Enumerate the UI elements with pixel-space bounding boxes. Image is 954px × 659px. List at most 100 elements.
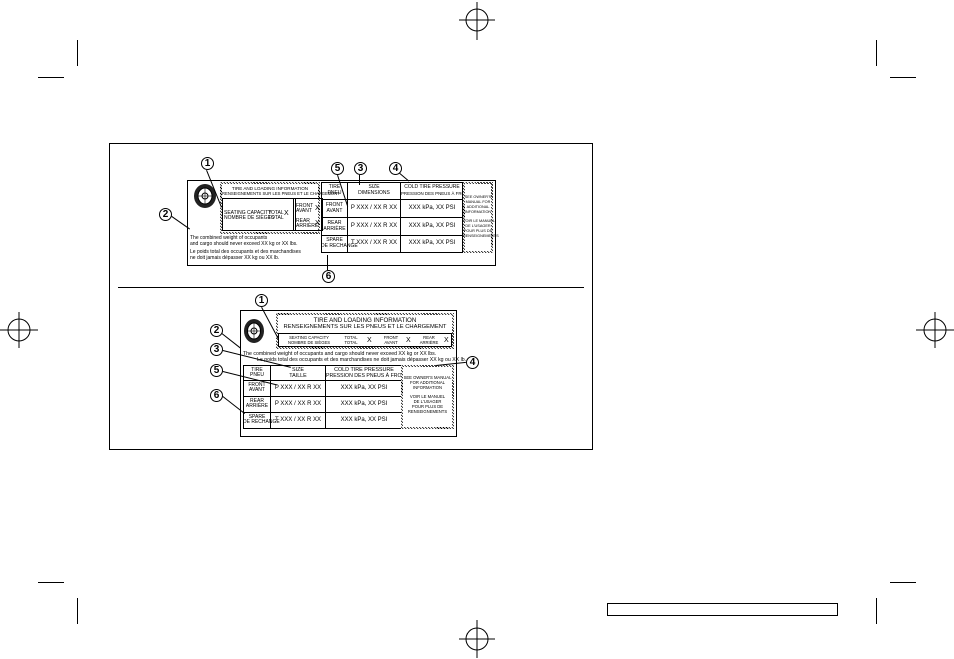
see-fr-4: RENSEIGNEMENTS [407,409,448,414]
callout-6: 6 [210,389,223,402]
callout-1: 1 [201,157,214,170]
header-fr: RENSEIGNEMENTS SUR LES PNEUS ET LE CHARG… [283,324,447,330]
see-en-2: MANUAL FOR [465,200,491,204]
seating-fr: NOMBRE DE SIÈGES [287,340,331,345]
tire-label-horizontal [187,180,496,266]
callout-3: 3 [210,343,223,356]
size-front: P XXX / XX R XX [350,205,398,211]
row-rear-fr: ARRIÈRE [323,226,346,232]
see-en-3: ADDITIONAL [466,205,490,209]
header-fr: RENSEIGNEMENTS SUR LES PNEUS ET LE CHARG… [222,191,340,196]
row-front-fr: AVANT [249,387,265,393]
seating-capacity-cell [222,198,296,231]
size-fr: TAILLE [289,373,307,379]
see-en-3: INFORMATION [413,385,442,390]
callout-2: 2 [159,208,172,221]
callout-5: 5 [331,162,344,175]
size-en: SIZE [292,367,304,373]
pressure-rear: XXX kPa, XX PSI [340,401,388,407]
seating-capacity-cell [278,333,452,347]
cold-fr: PRESSION DES PNEUS À FROID [401,191,470,196]
front-fr: AVANT [384,340,398,345]
pressure-front: XXX kPa, XX PSI [340,385,388,391]
weight-en-line2: and cargo should never exceed XX kg or X… [190,241,298,247]
callout-2: 2 [210,324,223,337]
see-fr-4: RENSEIGNEMENTS [463,234,499,238]
weight-fr-line1: Le poids total des occupants et des marc… [190,249,301,255]
see-fr-3: POUR PLUS DE [463,229,493,233]
loading-info-box [220,182,320,234]
total-x: X [367,337,372,344]
size-spare: T XXX / XX R XX [351,240,397,246]
total-fr: TOTAL [344,340,358,345]
front-x: X [315,205,320,212]
crop-mark [876,598,877,624]
row-line [321,217,463,236]
size-rear: P XXX / XX R XX [350,223,398,229]
registration-mark-bottom [459,620,495,658]
see-en-4: INFORMATION [464,210,492,214]
row-spare-fr: DE RECHANGE [321,243,358,249]
row-front-en: FRONT [325,202,344,208]
tire-fr: PNEU [327,190,342,196]
tire-icon [244,319,264,343]
callout-3: 3 [354,162,367,175]
see-manual-box [463,182,493,253]
see-fr-1: VOIR LE MANUEL [463,219,495,223]
rear-x: X [444,337,449,344]
pressure-front: XXX kPa, XX PSI [408,205,456,211]
tire-icon [194,184,216,208]
row-rear-en: REAR [250,398,264,404]
total-en: TOTAL [344,335,358,340]
rear-fr: ARRIÈRE [419,340,439,345]
seating-en: SEATING CAPACITY [289,335,329,340]
loading-info-box [276,313,454,349]
rear-en: REAR [296,218,310,224]
callout-4: 4 [466,356,479,369]
tire-en: TIRE [251,367,263,373]
front-x: X [406,337,411,344]
registration-mark-top [459,2,495,40]
weight-fr-line2: ne doit jamais dépasser XX kg ou XX lb. [190,255,280,261]
tire-label-figure [109,143,593,450]
tire-en: TIRE [328,184,341,190]
row-front-en: FRONT [248,382,266,388]
row-spare-en: SPARE [326,237,343,243]
row-spare-en: SPARE [248,414,266,420]
crop-mark [876,40,877,66]
leader-line [327,255,328,270]
see-en-1: SEE OWNER'S MANUAL [403,375,452,380]
crop-mark [38,582,64,583]
header-en: TIRE AND LOADING INFORMATION [313,317,417,324]
crop-mark [77,40,78,66]
cold-en: COLD TIRE PRESSURE [404,184,460,190]
row-rear-fr: ARRIÈRE [245,403,269,409]
cold-fr: PRESSION DES PNEUS À FROID [326,373,407,379]
row-front-fr: AVANT [326,208,343,214]
crop-mark [890,77,916,78]
weight-en-line1: The combined weight of occupants [190,235,268,241]
axle-cell [293,198,323,231]
weight-en: The combined weight of occupants and car… [243,351,437,357]
front-fr: AVANT [296,208,312,214]
header-en: TIRE AND LOADING INFORMATION [231,186,309,191]
size-col [270,365,326,429]
see-fr-2: DE L'USAGER [413,399,442,404]
size-front: P XXX / XX R XX [274,385,322,391]
rear-fr: ARRIÈRE [296,223,319,229]
figure-divider [118,287,584,288]
rear-en: REAR [423,335,435,340]
callout-1: 1 [255,294,268,307]
callout-4: 4 [389,162,402,175]
total-fr: TOTAL [268,215,284,221]
pressure-spare: XXX kPa, XX PSI [408,240,456,246]
see-manual-box [401,365,454,429]
pressure-rear: XXX kPa, XX PSI [408,223,456,229]
see-fr-3: POUR PLUS DE [411,404,444,409]
size-rear: P XXX / XX R XX [274,401,322,407]
registration-mark-left [0,312,38,348]
rear-x: X [315,220,320,227]
see-fr-2: DE L'USAGER [465,224,491,228]
size-fr: DIMENSIONS [358,190,390,196]
crop-mark [38,77,64,78]
